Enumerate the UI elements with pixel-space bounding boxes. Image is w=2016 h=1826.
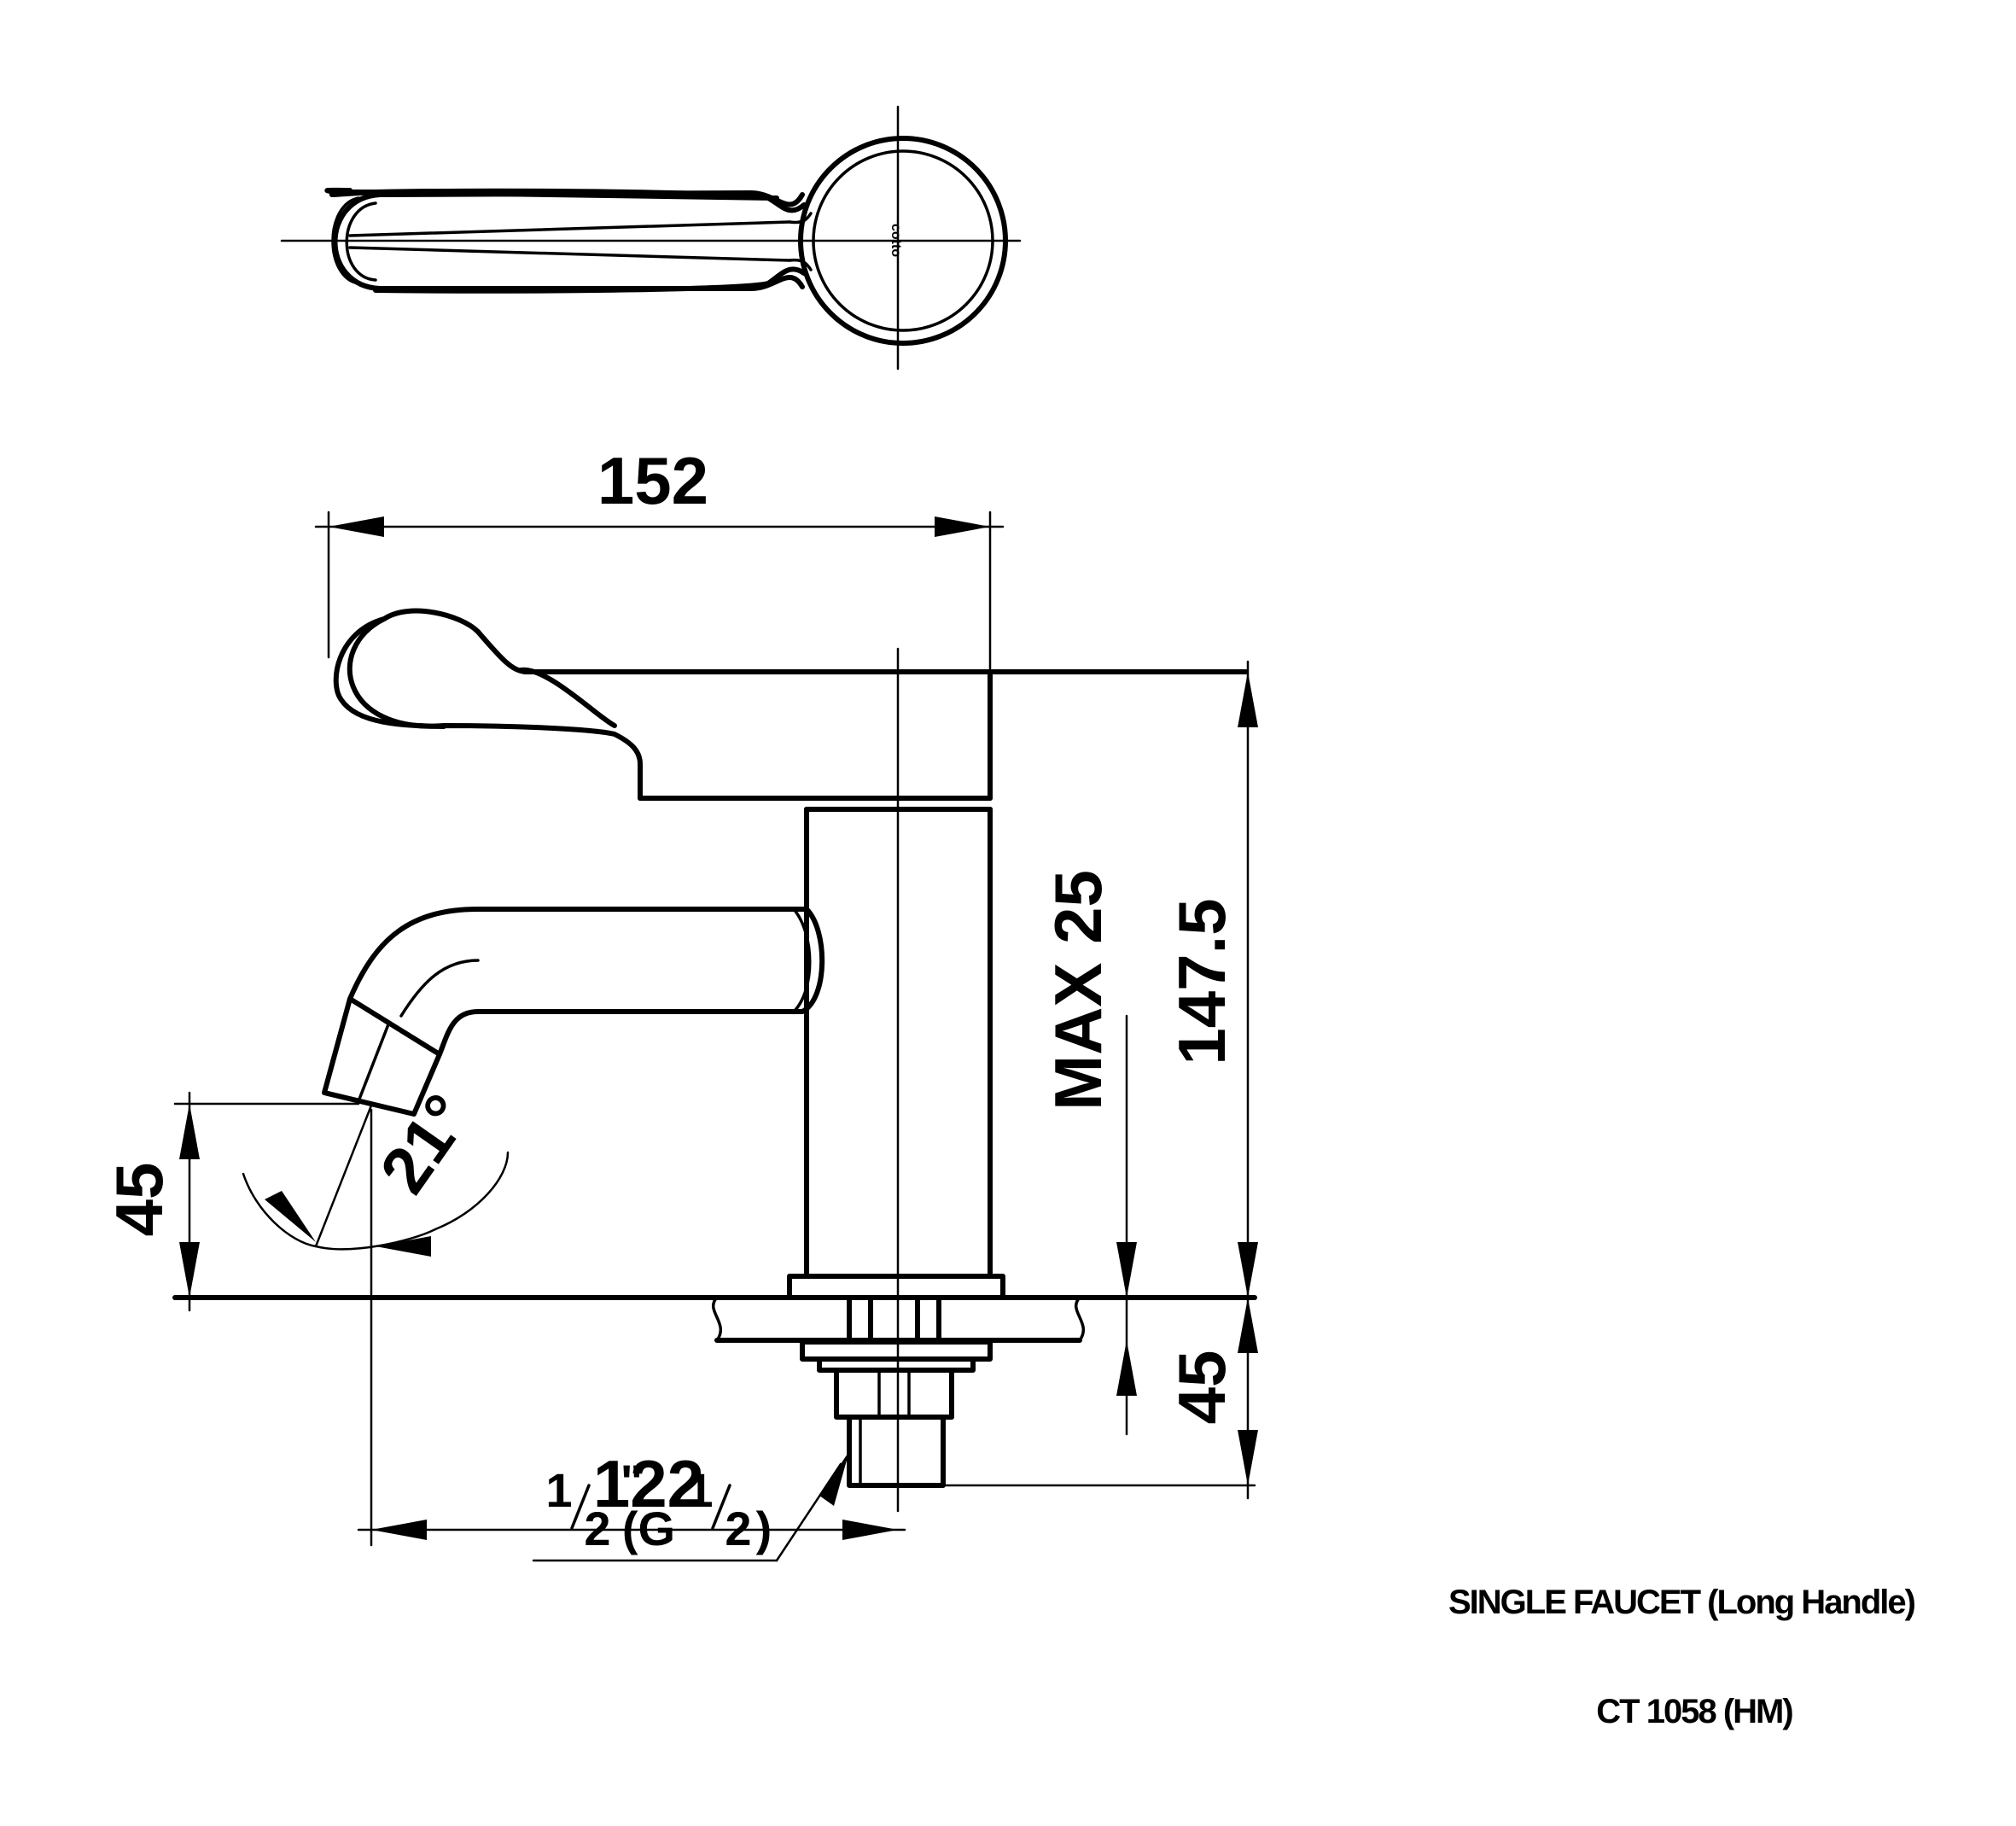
thread-leader-arrow — [819, 1451, 849, 1506]
spout-bottom-edge — [437, 1009, 805, 1057]
dimension-122: 122 — [357, 1108, 906, 1547]
deck-break-right — [1074, 1296, 1086, 1342]
dimension-max-25: MAX 25 — [1040, 870, 1137, 1436]
handle-neck-top — [788, 212, 813, 225]
thread-g-slash — [711, 1484, 731, 1530]
hex-nut — [834, 1368, 954, 1420]
spout-collar-inner — [792, 907, 812, 1013]
dim-147-5-label: 147.5 — [1164, 898, 1239, 1065]
dim-152-arrow-left — [329, 516, 384, 537]
angle-arc-upper — [434, 1151, 510, 1231]
dim-45-below-label: 45 — [1164, 1351, 1239, 1425]
dim-45-spout-arrow-bottom — [179, 1242, 200, 1298]
base-flange — [787, 1274, 1005, 1300]
angle-arc-lower — [242, 1172, 437, 1251]
deck-break-left — [711, 1296, 723, 1342]
dimension-45-spout: 45 — [102, 1091, 360, 1312]
title-block: SINGLE FAUCET (Long Handle) CT 1058 (HM) — [1448, 1584, 1917, 1730]
angle-arrow-right — [376, 1236, 431, 1257]
thread-g-prefix: (G — [622, 1502, 675, 1555]
dim-122-arrow-left — [371, 1520, 427, 1540]
handle-ridge-top — [348, 220, 791, 237]
aerator-top-band — [348, 997, 441, 1056]
angle-label: 21° — [365, 1081, 485, 1206]
dim-122-label: 122 — [593, 1446, 704, 1521]
dim-45-below-arrow-top — [1238, 1298, 1258, 1353]
handle-lever-tip-outer — [331, 196, 360, 285]
top-view: cotto — [280, 105, 1022, 370]
mounting-stud — [847, 1295, 941, 1343]
thread-whole-denominator: 2 — [584, 1502, 610, 1555]
washer — [800, 1339, 993, 1362]
lever-top-edge — [382, 608, 1249, 674]
thread-whole-slash — [570, 1484, 591, 1530]
dim-45-spout-arrow-top — [179, 1104, 200, 1159]
angle-ref-line — [314, 1104, 373, 1248]
dimension-45-below: 45 — [1164, 1298, 1258, 1485]
thread-close-paren: ) — [756, 1502, 772, 1555]
aerator-division — [357, 1023, 390, 1103]
spout-collar-curve — [800, 907, 825, 1014]
dim-max25-label: MAX 25 — [1040, 870, 1116, 1111]
lever-tip — [333, 616, 446, 729]
handle-base-inner-ring — [812, 149, 994, 332]
thread-inch-mark: " — [621, 1455, 644, 1508]
thread-g-numerator: 1 — [686, 1463, 713, 1517]
product-title: SINGLE FAUCET (Long Handle) — [1448, 1584, 1915, 1621]
dim-147-5-arrow-bottom — [1238, 1242, 1258, 1298]
thread-g-denominator: 2 — [725, 1502, 751, 1555]
dim-152-arrow-right — [935, 516, 990, 537]
model-number: CT 1058 (HM) — [1596, 1693, 1792, 1730]
thread-whole-numerator: 1 — [545, 1463, 572, 1517]
dim-152-label: 152 — [597, 443, 708, 518]
handle-ridge-bottom — [348, 246, 791, 262]
thread-callout: 1 2 " (G 1 2 ) — [532, 1451, 849, 1562]
handle-lever-tip-inner — [345, 201, 377, 282]
lock-plate — [817, 1356, 976, 1373]
lever-upper-curve — [518, 667, 617, 728]
spout-inner-line — [399, 959, 480, 1018]
handle-neck-bottom — [788, 258, 813, 271]
handle-base-outer-ring — [798, 136, 1008, 346]
dim-45-below-arrow-bottom — [1238, 1430, 1258, 1485]
spout-top-edge — [347, 907, 809, 1001]
side-view — [172, 608, 1257, 1513]
angle-arrow-left — [265, 1191, 316, 1242]
dim-45-spout-label: 45 — [102, 1163, 177, 1237]
dim-max25-arrow-bottom — [1116, 1340, 1137, 1396]
threaded-inlet — [847, 1415, 946, 1488]
lever-underside — [347, 616, 643, 801]
dimension-147-5: 147.5 — [1164, 660, 1258, 1500]
dimension-152: 152 — [314, 443, 1005, 749]
handle-lever-outline — [332, 190, 805, 291]
brand-logo: cotto — [889, 224, 903, 257]
dim-122-arrow-right — [842, 1520, 898, 1540]
dim-max25-arrow-top — [1116, 1242, 1137, 1298]
dim-147-5-arrow-top — [1238, 672, 1258, 727]
